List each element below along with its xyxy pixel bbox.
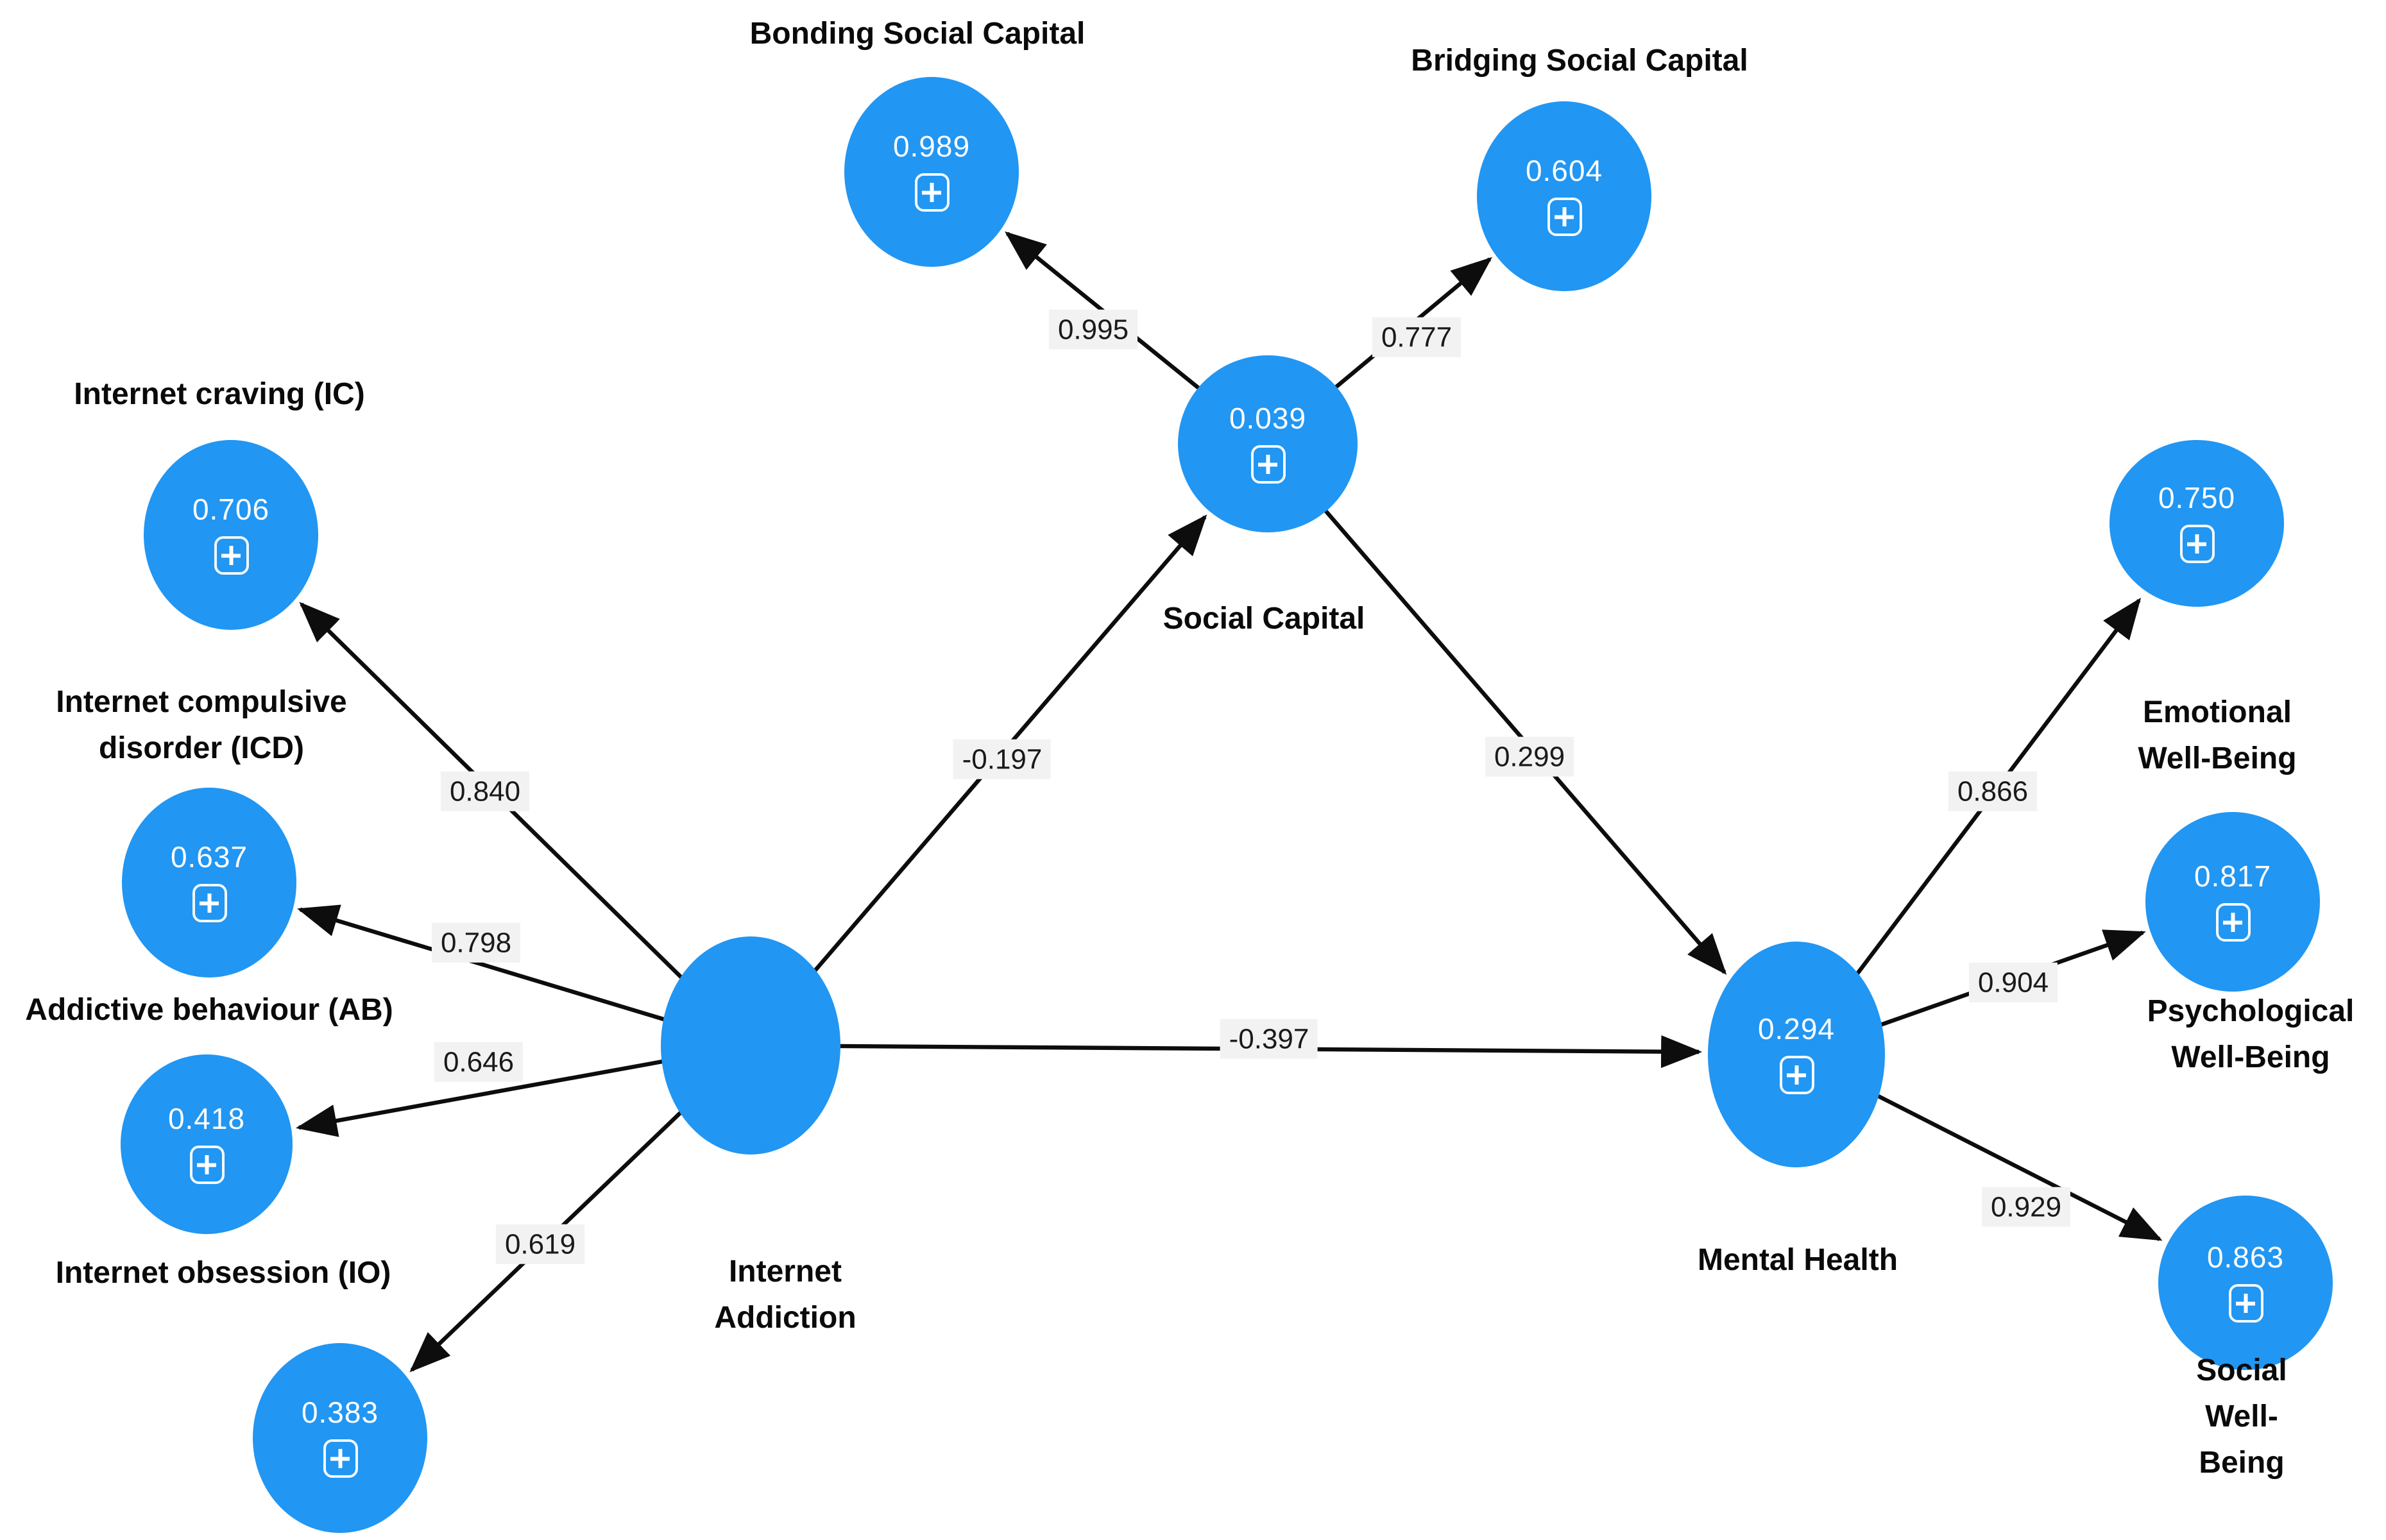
weight-mental-health-to-social-wb: 0.929 (1981, 1187, 2071, 1228)
node-internet-obsession[interactable]: 0.383 (253, 1343, 427, 1533)
weight-social-capital-to-mental-health: 0.299 (1485, 736, 1574, 777)
label-mental-health: Mental Health (1697, 1243, 1898, 1278)
node-psychological-well-being[interactable]: 0.817 (2145, 812, 2320, 992)
edge-internet-addiction-to-internet-craving[interactable] (299, 602, 753, 1047)
node-internet-craving[interactable]: 0.706 (144, 440, 318, 630)
node-social-capital[interactable]: 0.039 (1178, 355, 1358, 532)
label-internet-obsession: Internet obsession (IO) (55, 1256, 391, 1290)
label-bonding-social-capital: Bonding Social Capital (749, 17, 1086, 51)
node-bridging-social-capital[interactable]: 0.604 (1477, 101, 1651, 291)
squared-plus-icon[interactable] (914, 173, 949, 212)
node-internet-compulsive-disorder[interactable]: 0.637 (122, 788, 296, 977)
label-internet-craving: Internet craving (IC) (74, 377, 365, 412)
edge-internet-addiction-to-social-capital[interactable] (749, 514, 1207, 1047)
weight-internet-addiction-to-internet-compulsive-disorder: 0.798 (431, 922, 521, 963)
weight-mental-health-to-psychological-wb: 0.904 (1968, 962, 2058, 1003)
node-value: 0.418 (167, 1102, 246, 1135)
weight-internet-addiction-to-internet-craving: 0.840 (440, 771, 530, 812)
node-value: 0.706 (192, 493, 270, 526)
weight-internet-addiction-to-mental-health: -0.397 (1220, 1019, 1318, 1060)
label-social-capital: Social Capital (1163, 602, 1365, 636)
label-social-well-being: Social Well-Being (2196, 1353, 2287, 1480)
squared-plus-icon[interactable] (214, 536, 248, 575)
squared-plus-icon[interactable] (1250, 445, 1285, 484)
node-value: 0.637 (170, 840, 248, 874)
node-internet-addiction[interactable] (661, 936, 840, 1155)
squared-plus-icon[interactable] (189, 1146, 224, 1184)
weight-social-capital-to-bridging: 0.777 (1372, 317, 1461, 358)
label-internet-compulsive-disorder: Internet compulsive disorder (ICD) (56, 685, 347, 766)
weight-internet-addiction-to-addictive-behaviour: 0.646 (434, 1042, 524, 1083)
squared-plus-icon[interactable] (323, 1439, 357, 1478)
node-social-well-being[interactable]: 0.863 (2158, 1196, 2333, 1370)
node-value: 0.989 (892, 130, 971, 163)
label-bridging-social-capital: Bridging Social Capital (1411, 44, 1748, 78)
label-internet-addiction: Internet Addiction (714, 1255, 856, 1335)
node-addictive-behaviour[interactable]: 0.418 (121, 1054, 293, 1234)
weight-internet-addiction-to-social-capital: -0.197 (953, 739, 1052, 780)
weight-mental-health-to-emotional-wb: 0.866 (1948, 771, 2038, 812)
node-mental-health[interactable]: 0.294 (1708, 942, 1885, 1167)
node-value: 0.817 (2194, 859, 2272, 893)
weight-social-capital-to-bonding: 0.995 (1048, 309, 1138, 350)
squared-plus-icon[interactable] (2228, 1284, 2263, 1323)
node-value: 0.863 (2206, 1240, 2285, 1274)
edge-social-capital-to-mental-health[interactable] (1266, 442, 1727, 975)
node-value: 0.294 (1757, 1012, 1836, 1045)
squared-plus-icon[interactable] (1547, 198, 1581, 236)
squared-plus-icon[interactable] (1779, 1056, 1814, 1094)
node-value: 0.750 (2158, 481, 2236, 514)
weight-internet-addiction-to-internet-obsession: 0.619 (495, 1224, 585, 1265)
node-bonding-social-capital[interactable]: 0.989 (844, 77, 1019, 267)
node-emotional-well-being[interactable]: 0.750 (2109, 440, 2284, 607)
label-addictive-behaviour: Addictive behaviour (AB) (25, 993, 393, 1028)
squared-plus-icon[interactable] (2179, 525, 2214, 563)
node-value: 0.039 (1229, 402, 1307, 435)
squared-plus-icon[interactable] (192, 884, 226, 922)
squared-plus-icon[interactable] (2215, 903, 2250, 942)
node-value: 0.383 (301, 1396, 379, 1429)
label-psychological-well-being: Psychological Well-Being (2147, 994, 2355, 1075)
label-emotional-well-being: Emotional Well-Being (2138, 695, 2297, 776)
node-value: 0.604 (1525, 154, 1603, 187)
